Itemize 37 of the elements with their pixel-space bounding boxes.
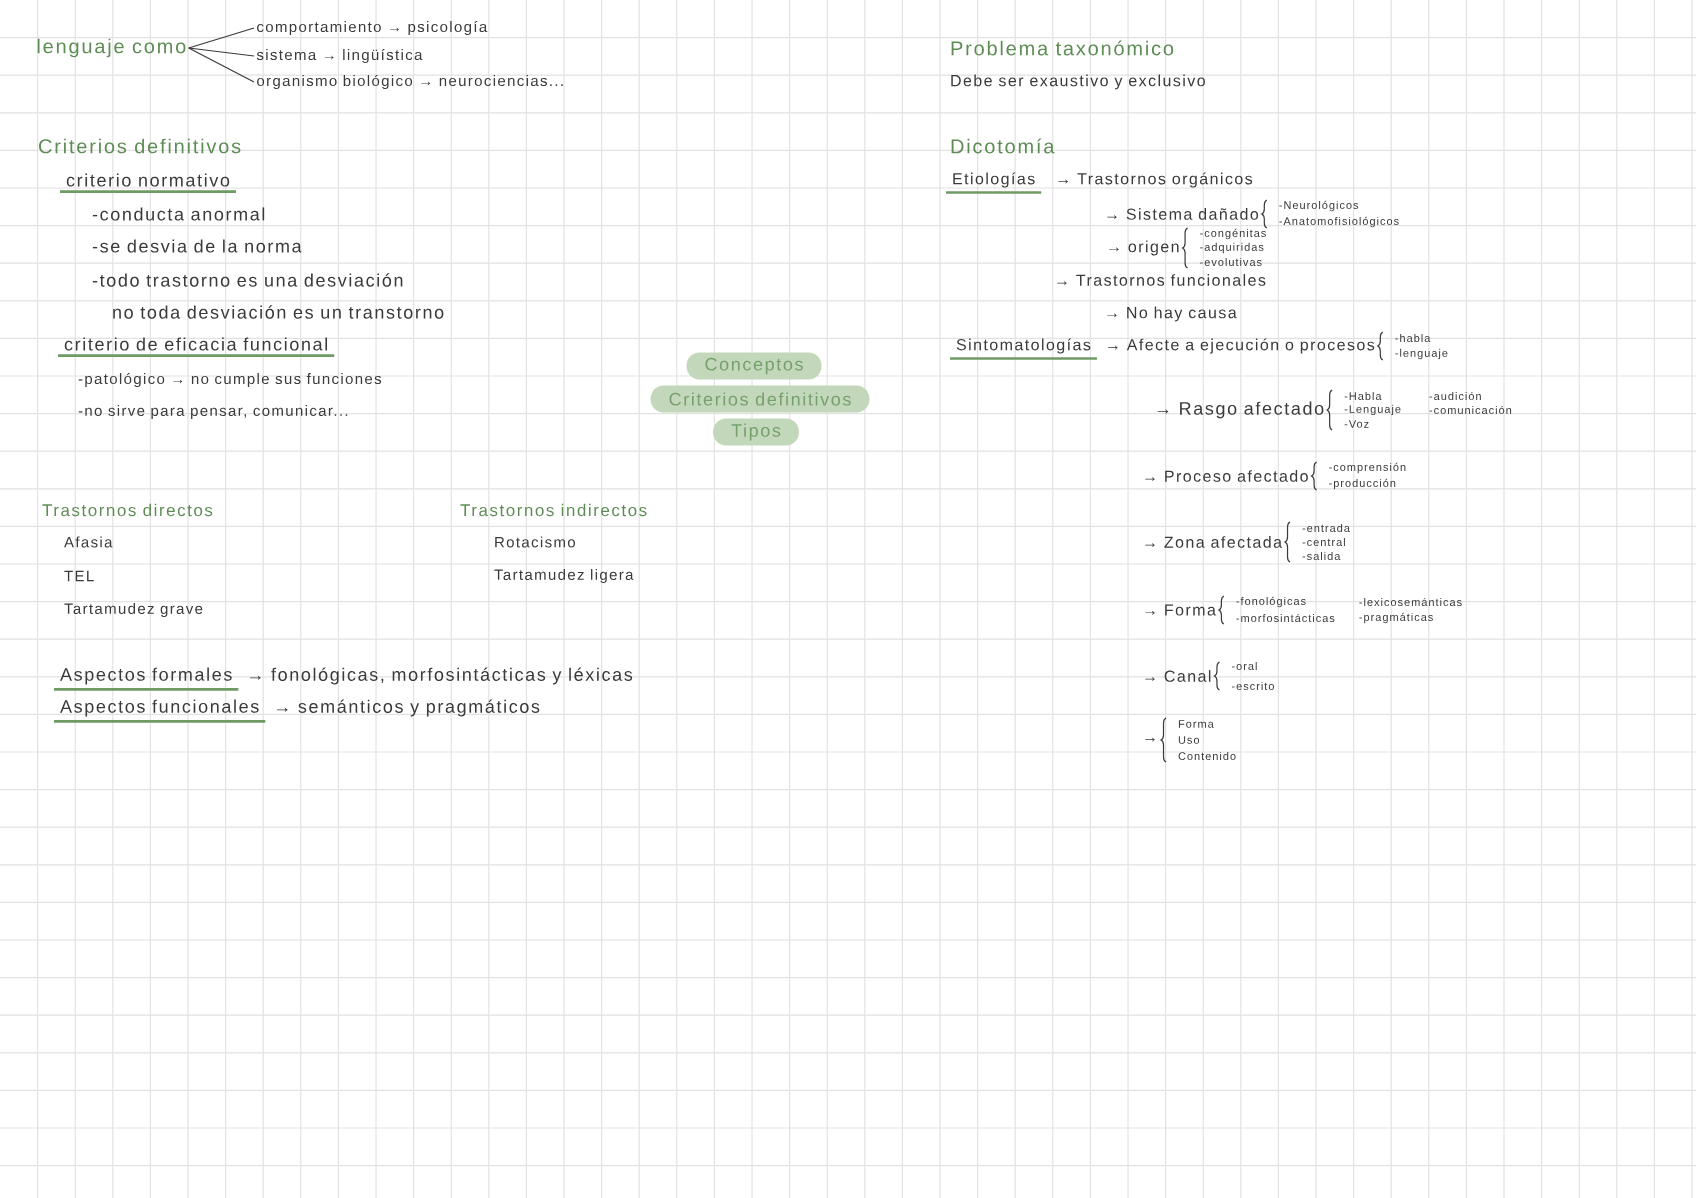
note-text: -todo trastorno es una desviación	[92, 273, 403, 287]
note-text: → semánticos y pragmáticos	[276, 699, 540, 717]
note-text: -conducta anormal	[92, 207, 265, 221]
heading: Trastornos directos	[42, 503, 213, 517]
note-text: → Forma	[1145, 604, 1216, 616]
note-text: → Sistema dañado	[1107, 208, 1259, 220]
connector-line	[188, 47, 255, 57]
note-text: → Rasgo afectado	[1157, 401, 1324, 419]
subheading: Aspectos formales	[60, 667, 232, 685]
tag-pill: Conceptos	[686, 352, 822, 380]
tag-pill: Criterios definitivos	[650, 385, 870, 413]
subheading: Etiologías	[953, 172, 1035, 188]
note-text: →	[1145, 737, 1155, 742]
note-text: → origen	[1109, 240, 1179, 256]
subheading: Sintomatologías	[956, 338, 1091, 354]
note-text: → No hay causa	[1107, 306, 1237, 322]
heading: Dicotomía	[951, 138, 1055, 154]
connector-line	[188, 47, 255, 83]
note-text: → Proceso afectado	[1145, 470, 1308, 482]
note-text: → fonológicas, morfosintácticas y léxicas	[250, 667, 633, 685]
subheading: criterio normativo	[66, 173, 230, 187]
heading: Problema taxonómico	[951, 40, 1174, 56]
note-text: -se desvia de la norma	[92, 239, 302, 253]
note-text: → Canal	[1145, 670, 1211, 682]
note-text: → Zona afectada	[1145, 536, 1282, 548]
note-text: no toda desviación es un transtorno	[113, 305, 444, 319]
heading: Trastornos indirectos	[460, 503, 647, 517]
heading: Criterios definitivos	[39, 138, 241, 154]
connector-line	[188, 27, 255, 49]
subheading: Aspectos funcionales	[60, 699, 259, 717]
note-text: → Trastornos funcionales	[1057, 274, 1266, 286]
topic-text: lenguaje como	[37, 38, 186, 58]
note-text: → Trastornos orgánicos	[1058, 172, 1253, 188]
tag-pill: Tipos	[713, 418, 799, 446]
note-text: Debe ser exaustivo y exclusivo	[951, 74, 1205, 90]
note-text: → Afecte a ejecución o procesos	[1108, 338, 1375, 354]
subheading: criterio de eficacia funcional	[64, 337, 327, 351]
